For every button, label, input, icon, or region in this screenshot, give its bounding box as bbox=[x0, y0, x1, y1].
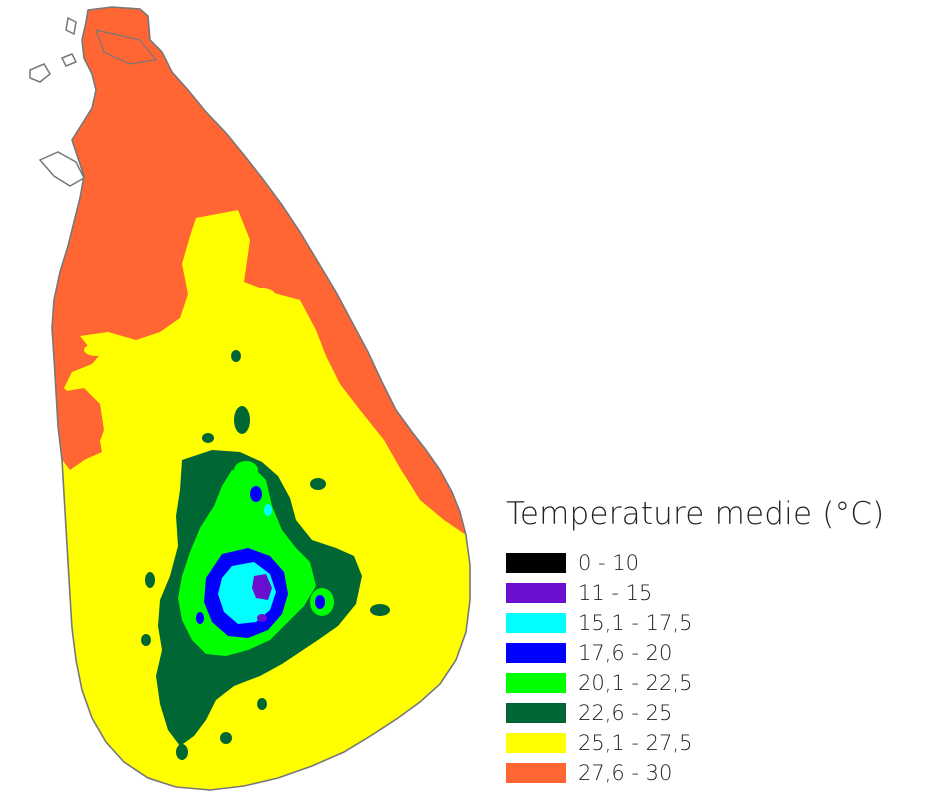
legend-label: 17,6 - 20 bbox=[578, 641, 673, 665]
legend-label: 11 - 15 bbox=[578, 581, 653, 605]
legend-item: 25,1 - 27,5 bbox=[506, 728, 926, 758]
legend-swatch bbox=[506, 673, 566, 693]
legend-item: 0 - 10 bbox=[506, 548, 926, 578]
legend-swatch bbox=[506, 583, 566, 603]
legend-swatch bbox=[506, 553, 566, 573]
legend-label: 22,6 - 25 bbox=[578, 701, 673, 725]
legend-label: 25,1 - 27,5 bbox=[578, 731, 693, 755]
legend-label: 0 - 10 bbox=[578, 551, 640, 575]
legend-swatch bbox=[506, 703, 566, 723]
legend-label: 20,1 - 22,5 bbox=[578, 671, 693, 695]
legend-title: Temperature medie (°C) bbox=[506, 496, 885, 532]
legend-item: 17,6 - 20 bbox=[506, 638, 926, 668]
northern-islands bbox=[29, 16, 85, 187]
legend-swatch bbox=[506, 733, 566, 753]
legend-rows: 0 - 10 11 - 15 15,1 - 17,5 17,6 - 20 20,… bbox=[506, 548, 926, 788]
island-outline bbox=[51, 6, 471, 791]
legend-item: 20,1 - 22,5 bbox=[506, 668, 926, 698]
legend-swatch bbox=[506, 763, 566, 783]
legend-swatch bbox=[506, 613, 566, 633]
legend-item: 27,6 - 30 bbox=[506, 758, 926, 788]
legend-label: 27,6 - 30 bbox=[578, 761, 673, 785]
map-legend: Temperature medie (°C) 0 - 10 11 - 15 15… bbox=[506, 496, 926, 788]
northern-lagoon bbox=[95, 29, 158, 65]
legend-label: 15,1 - 17,5 bbox=[578, 611, 693, 635]
legend-swatch bbox=[506, 643, 566, 663]
legend-item: 22,6 - 25 bbox=[506, 698, 926, 728]
legend-item: 11 - 15 bbox=[506, 578, 926, 608]
legend-item: 15,1 - 17,5 bbox=[506, 608, 926, 638]
